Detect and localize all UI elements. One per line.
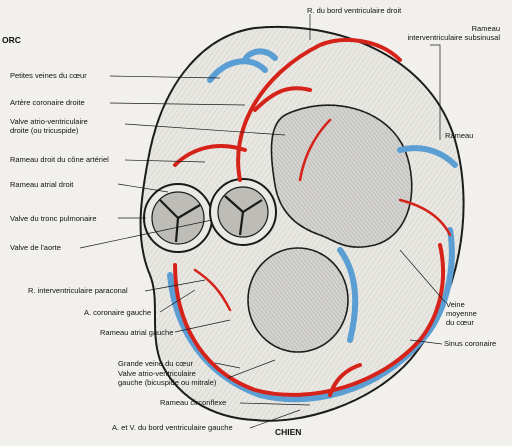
label-rameau-atrial-droit: Rameau atrial droit bbox=[10, 180, 73, 189]
label-a-coronaire-gauche: A. coronaire gauche bbox=[84, 308, 151, 317]
label-veine-moyenne: Veine moyenne du cœur bbox=[446, 300, 477, 327]
aortic-valve bbox=[210, 179, 276, 245]
label-petites-veines: Petites veines du cœur bbox=[10, 71, 87, 80]
label-valve-av-gauche: Valve atrio-ventriculaire gauche (bicusp… bbox=[118, 369, 216, 387]
label-valve-tronc-pulmonaire: Valve du tronc pulmonaire bbox=[10, 214, 97, 223]
label-a-v-bord-gauche: A. et V. du bord ventriculaire gauche bbox=[112, 423, 233, 432]
label-rameau-intervent-subsinusal: Rameau interventriculaire subsinusal bbox=[407, 24, 500, 42]
label-grande-veine: Grande veine du cœur bbox=[118, 359, 193, 368]
label-valve-aorte: Valve de l'aorte bbox=[10, 243, 61, 252]
header-left-label: ORC bbox=[2, 36, 21, 45]
label-rameau-right: Rameau bbox=[445, 131, 473, 140]
label-r-interventriculaire-paraconal: R. interventriculaire paraconal bbox=[28, 286, 128, 295]
label-artere-coronaire-droite: Artère coronaire droite bbox=[10, 98, 85, 107]
label-rameau-circonflexe: Rameau circonflexe bbox=[160, 398, 226, 407]
label-valve-av-droite: Valve atrio-ventriculaire droite (ou tri… bbox=[10, 117, 88, 135]
label-r-bord-droit: R. du bord ventriculaire droit bbox=[307, 6, 401, 15]
label-sinus-coronaire: Sinus coronaire bbox=[444, 339, 496, 348]
label-rameau-cone: Rameau droit du cône artériel bbox=[10, 155, 109, 164]
label-rameau-atrial-gauche: Rameau atrial gauche bbox=[100, 328, 173, 337]
header-bottom-label: CHIEN bbox=[275, 428, 301, 437]
pulmonary-valve bbox=[144, 184, 212, 252]
